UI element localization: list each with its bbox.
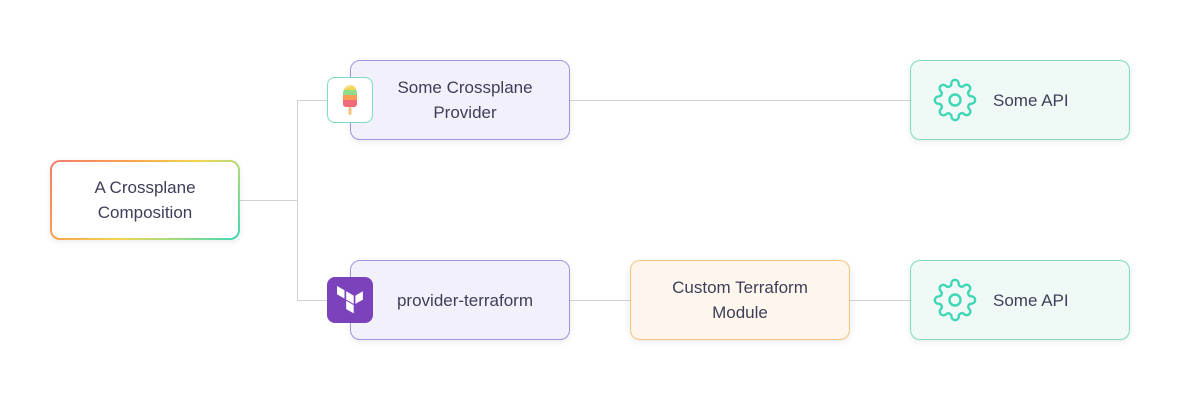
api-node-top[interactable]: Some API — [910, 60, 1130, 140]
api-node-bottom[interactable]: Some API — [910, 260, 1130, 340]
terraform-logo-icon — [327, 277, 373, 323]
crossplane-logo-icon — [327, 77, 373, 123]
crossplane-provider-label: Some Crossplane Provider — [397, 78, 533, 122]
terraform-module-node[interactable]: Custom Terraform Module — [630, 260, 850, 340]
terraform-module-label: Custom Terraform Module — [672, 278, 808, 322]
gear-icon — [933, 278, 977, 322]
edge-composition-to-crossplane-provider — [240, 100, 350, 201]
terraform-provider-label: provider-terraform — [396, 290, 534, 310]
composition-label: A Crossplane Composition — [94, 178, 196, 222]
crossplane-provider-node[interactable]: Some Crossplane Provider — [350, 60, 570, 140]
composition-node[interactable]: A Crossplane Composition — [50, 160, 240, 240]
terraform-provider-node[interactable]: provider-terraform — [350, 260, 570, 340]
api-bottom-label: Some API — [993, 290, 1069, 310]
api-top-label: Some API — [993, 90, 1069, 110]
gear-icon — [933, 78, 977, 122]
